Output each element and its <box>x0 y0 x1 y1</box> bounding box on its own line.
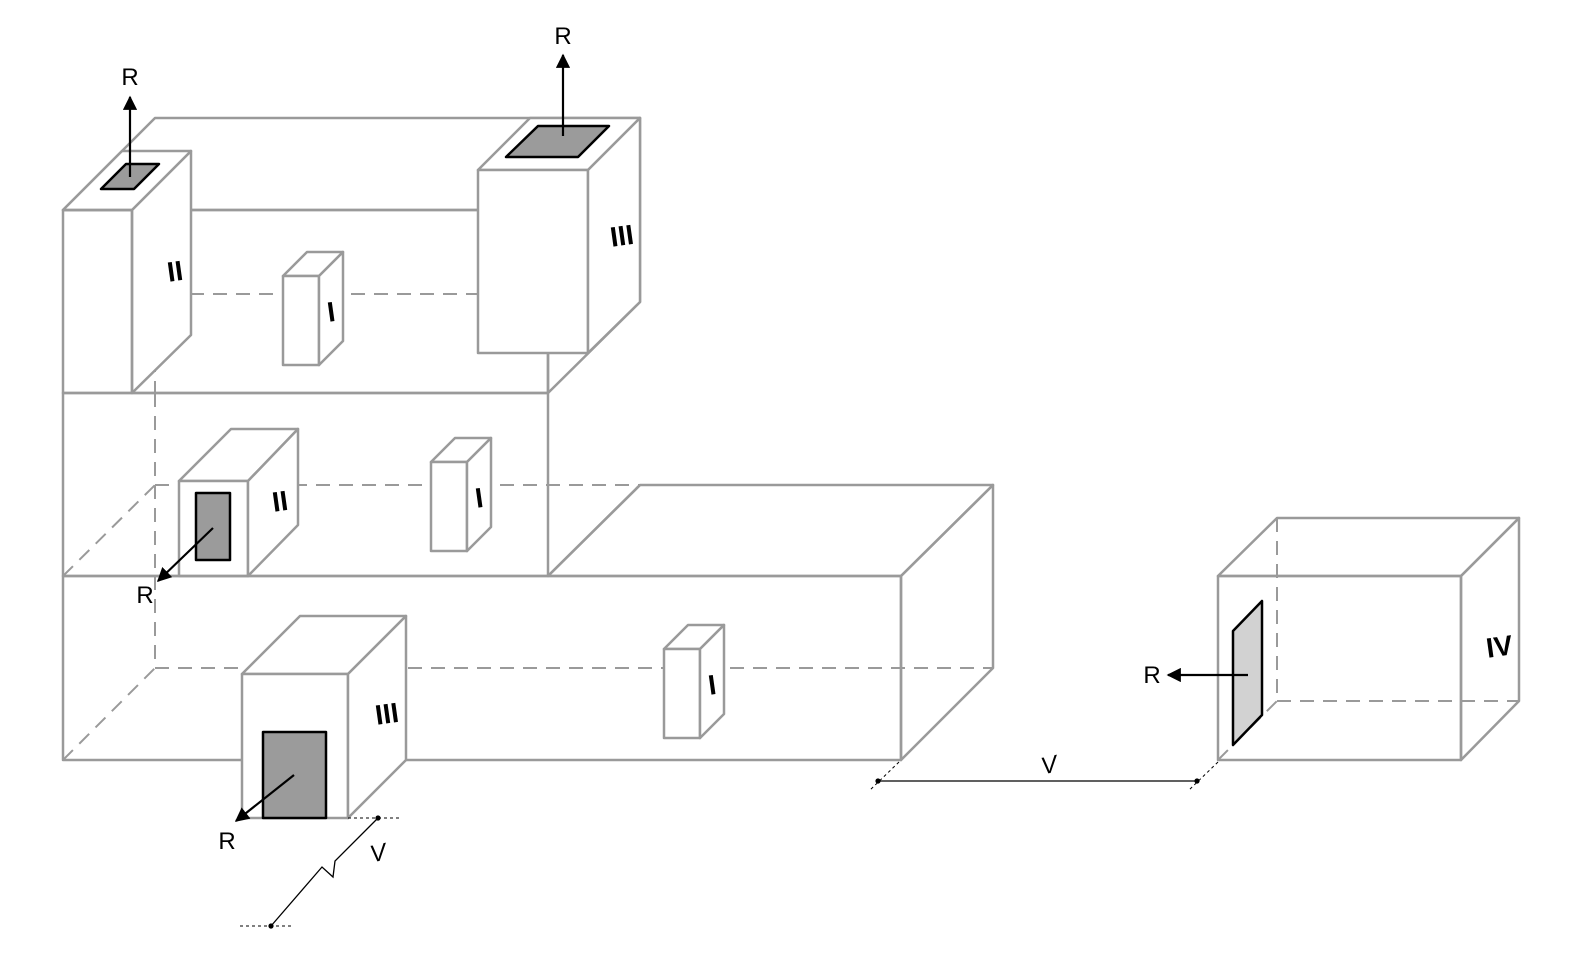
label-r-bottom: R <box>218 828 235 855</box>
wall-vent-bottom-left <box>261 730 328 820</box>
class-label-bottom-left: III <box>373 697 400 731</box>
room-bottom-left: III <box>240 614 408 820</box>
label-r-middle: R <box>136 582 153 609</box>
room-middle-center: I <box>429 436 493 553</box>
arrow-bottom <box>234 774 295 822</box>
label-r-top-left: R <box>121 64 138 91</box>
room-upper-left: II <box>61 149 193 395</box>
class-label-detached: IV <box>1484 629 1515 663</box>
wall-vent-middle-left <box>194 491 232 562</box>
room-bottom-center: I <box>662 623 726 740</box>
room-upper-right: III <box>476 116 642 355</box>
dimension-bottom: V <box>240 815 400 929</box>
room-middle-left: II <box>177 427 300 578</box>
roof-vent-upper-right <box>504 124 611 159</box>
class-label-middle-left: II <box>270 485 290 518</box>
exhaust-arrows: R R R R R <box>121 23 1248 855</box>
wall-vent-detached <box>1231 599 1264 747</box>
room-detached: IV <box>1216 516 1521 762</box>
class-label-upper-left: II <box>165 255 185 288</box>
middle-floor <box>61 391 641 578</box>
room-upper-middle: I <box>281 250 345 367</box>
label-r-right: R <box>1143 662 1160 689</box>
dimension-right: V <box>868 750 1219 792</box>
label-distance-right: V <box>1038 750 1061 780</box>
arrow-middle <box>156 527 214 582</box>
label-r-top-right: R <box>554 23 571 50</box>
label-distance-bottom: V <box>367 838 390 868</box>
class-label-upper-right: III <box>608 219 635 253</box>
